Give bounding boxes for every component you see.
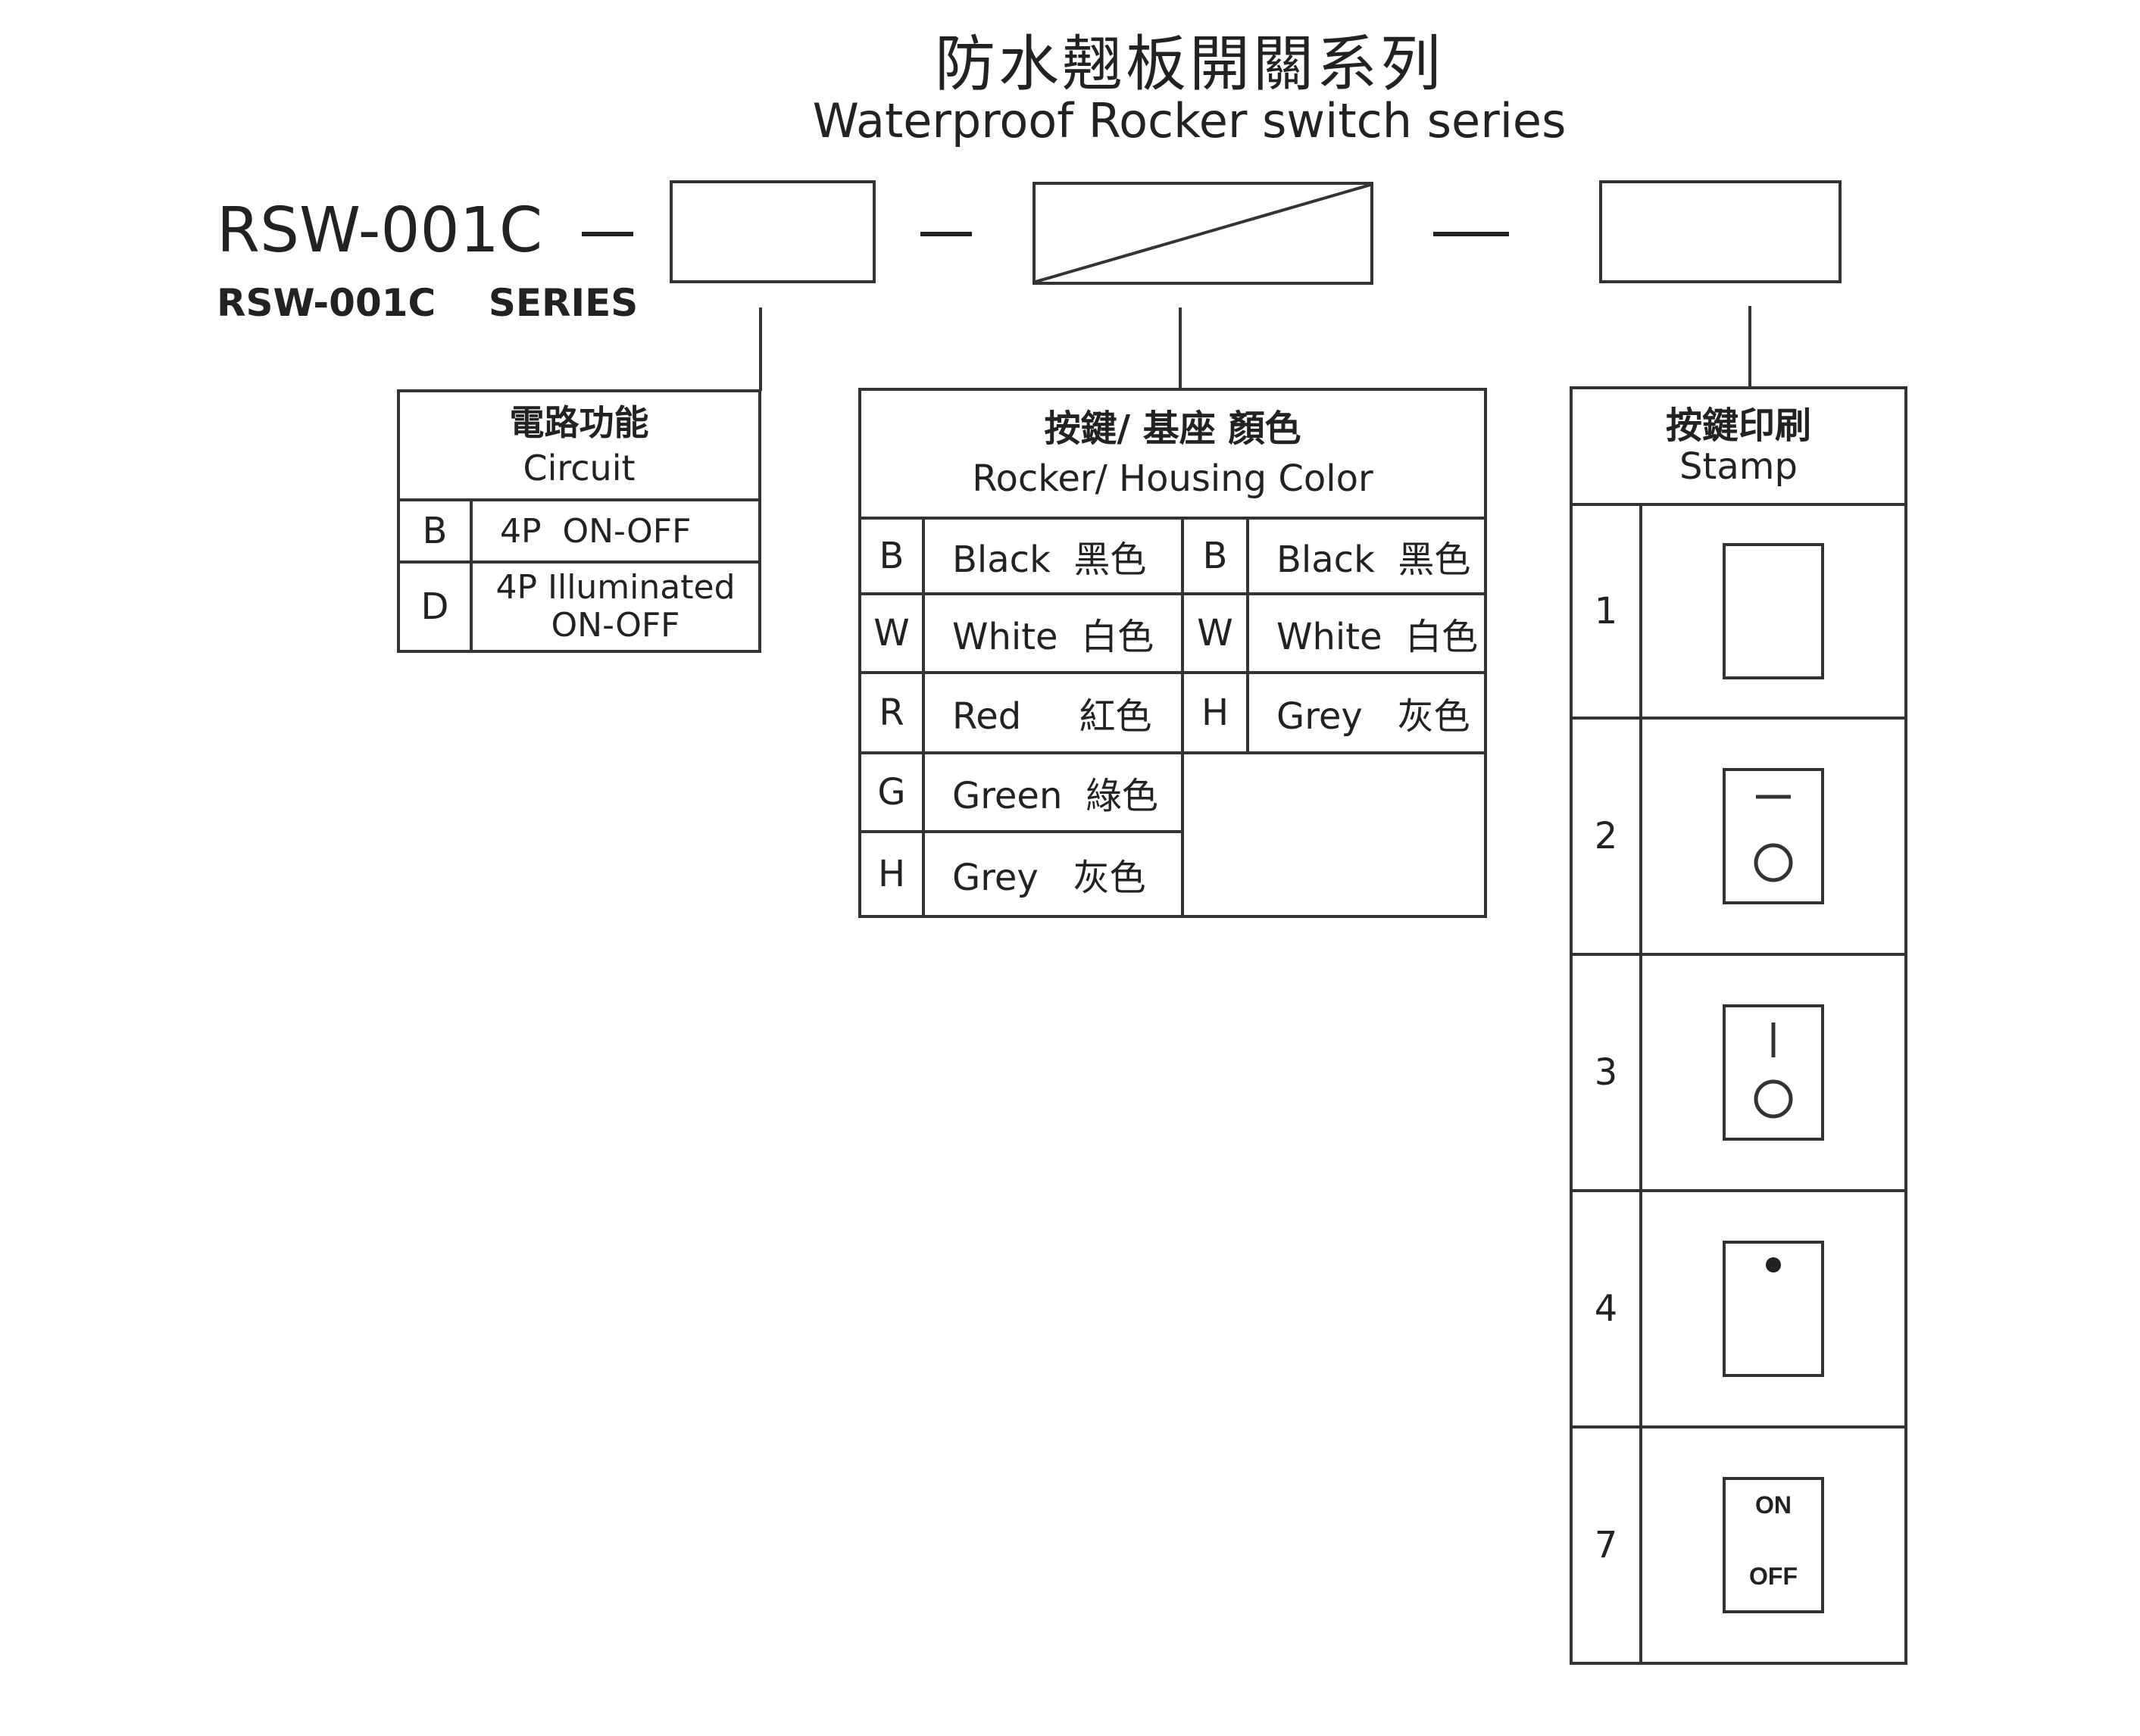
rocker-color-code: B [858,517,925,595]
stamp-header-en: Stamp [1679,445,1798,488]
on-off-text-icon: ON OFF [1723,1477,1824,1613]
table-row: W White 白色 W White 白色 [858,592,1487,674]
circuit-table: 電路功能 Circuit B 4P ON-OFF D 4P Illuminate… [397,389,761,653]
table-row: 2 [1570,717,1907,956]
circuit-header: 電路功能 Circuit [397,389,761,501]
page-title-zh: 防水翹板開關系列 [935,29,1444,99]
table-row: 1 [1570,503,1907,720]
housing-color-name: Grey 灰色 [1246,671,1487,754]
housing-color-code: B [1181,517,1249,595]
connector-line [759,308,762,391]
stamp-header: 按鍵印刷 Stamp [1570,386,1907,506]
stamp-cell [1639,953,1907,1192]
stamp-code: 3 [1570,953,1642,1192]
circuit-header-zh: 電路功能 [509,402,649,443]
rocker-color-name: Red 紅色 [922,671,1184,754]
circuit-code: D [397,560,473,653]
stamp-cell [1639,503,1907,720]
rocker-color-code: G [858,751,925,833]
table-row: R Red 紅色 H Grey 灰色 [858,671,1487,754]
rocker-color-code: R [858,671,925,754]
housing-color-name: White 白色 [1246,592,1487,674]
table-row: 3 [1570,953,1907,1192]
housing-color-name: Black 黑色 [1246,517,1487,595]
stamp-code: 7 [1570,1425,1642,1665]
color-header-zh: 按鍵/ 基座 顏色 [1044,407,1301,450]
page-title-en: Waterproof Rocker switch series [812,93,1567,148]
rocker-color-name: White 白色 [922,592,1184,674]
rocker-color-name: Black 黑色 [922,517,1184,595]
separator-dash [582,232,633,236]
color-table: 按鍵/ 基座 顏色 Rocker/ Housing Color B Black … [858,388,1487,918]
rocker-color-name: Green 綠色 [922,751,1184,833]
separator-dash [1433,232,1509,236]
table-row: H Grey 灰色 [858,830,1486,918]
stamp-table: 按鍵印刷 Stamp 1 2 3 [1570,386,1907,1665]
connector-line [1748,306,1751,388]
color-header-en: Rocker/ Housing Color [972,457,1373,500]
circuit-header-en: Circuit [523,448,636,489]
series-label: RSW-001C SERIES [217,281,639,325]
circuit-desc: 4P ON-OFF [470,498,761,564]
table-row: 4 [1570,1189,1907,1428]
circuit-code: B [397,498,473,564]
stamp-code: 1 [1570,503,1642,720]
stamp-code-box [1599,180,1842,283]
table-row: G Green 綠色 [858,751,1487,918]
table-row: D 4P Illuminated ON-OFF [397,560,761,653]
circuit-desc: 4P Illuminated ON-OFF [470,560,761,653]
table-row: 7 ON OFF [1570,1425,1907,1665]
rocker-color-code: H [858,830,925,918]
stamp-cell: ON OFF [1639,1425,1907,1665]
housing-color-code: H [1181,671,1249,754]
circuit-desc-line2: ON-OFF [551,606,680,645]
diagonal-divider-icon [1036,185,1370,282]
stamp-cell [1639,717,1907,956]
connector-line [1179,308,1182,389]
stamp-code: 2 [1570,717,1642,956]
rocker-color-code: W [858,592,925,674]
on-label: ON [1755,1491,1792,1519]
rocker-color-name: Grey 灰色 [922,830,1184,918]
dash-circle-icon [1723,768,1824,904]
color-code-box [1033,182,1373,285]
color-header: 按鍵/ 基座 顏色 Rocker/ Housing Color [858,388,1487,520]
circuit-desc-line1: 4P Illuminated [495,568,736,607]
blank-icon [1723,543,1824,679]
stamp-header-zh: 按鍵印刷 [1665,404,1811,447]
off-label: OFF [1749,1563,1798,1590]
housing-color-code: W [1181,592,1249,674]
separator-dash [920,232,972,236]
stamp-code: 4 [1570,1189,1642,1428]
stamp-cell [1639,1189,1907,1428]
circuit-code-box [670,180,876,283]
table-row: B 4P ON-OFF [397,498,761,564]
dot-icon [1723,1241,1824,1377]
bar-circle-icon [1723,1004,1824,1141]
model-code: RSW-001C [217,195,543,267]
table-row: B Black 黑色 B Black 黑色 [858,517,1487,595]
empty-cell [1181,751,1487,918]
